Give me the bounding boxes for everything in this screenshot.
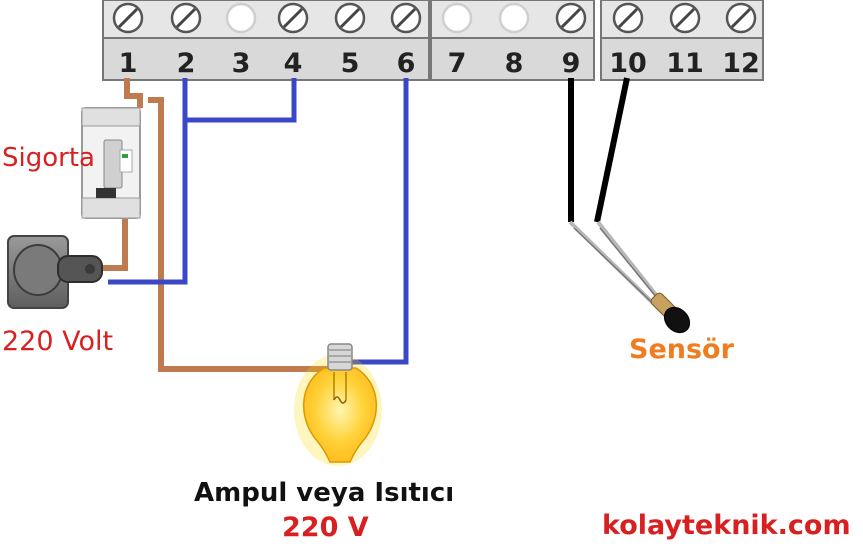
circuit-breaker [81, 107, 141, 219]
terminal-empty-slot [225, 2, 257, 34]
fuse-label: Sigorta [2, 143, 95, 173]
temperature-sensor-icon [568, 220, 691, 334]
terminal-number: 6 [397, 48, 416, 79]
supply-voltage-label: 220 Volt [2, 326, 114, 357]
terminal-screw-slot [282, 7, 304, 29]
terminal-number: 5 [341, 48, 360, 79]
terminal-number: 3 [232, 48, 251, 79]
terminal-number: 2 [177, 48, 196, 79]
terminal-screw-slot [560, 7, 582, 29]
terminal-number: 11 [666, 48, 704, 79]
terminal-number: 10 [609, 48, 647, 79]
light-bulb-icon [294, 343, 382, 466]
terminal-screw-slot [395, 7, 417, 29]
neutral-wire [108, 78, 409, 365]
terminal-empty-slot [441, 2, 473, 34]
plug-icon [7, 235, 103, 309]
sensor-label: Sensör [629, 334, 734, 365]
sensor-wires [568, 77, 630, 223]
load-label: Ampul veya Isıtıcı [194, 478, 455, 508]
terminal-number: 1 [119, 48, 138, 79]
terminal-screw-slot [617, 7, 639, 29]
terminal-screw-slot [674, 7, 696, 29]
site-watermark: kolayteknik.com [602, 510, 851, 541]
phase-wire [98, 78, 333, 372]
terminal-block-left [102, 0, 430, 81]
terminal-number: 9 [562, 48, 581, 79]
load-voltage-label: 220 V [282, 512, 369, 543]
terminal-screw-slot [117, 7, 139, 29]
terminal-number: 8 [505, 48, 524, 79]
terminal-screw-slot [175, 7, 197, 29]
terminal-number: 12 [722, 48, 760, 79]
terminal-empty-slot [498, 2, 530, 34]
terminal-screw-slot [730, 7, 752, 29]
terminal-number: 4 [284, 48, 303, 79]
terminal-number: 7 [448, 48, 467, 79]
terminal-screw-slot [339, 7, 361, 29]
